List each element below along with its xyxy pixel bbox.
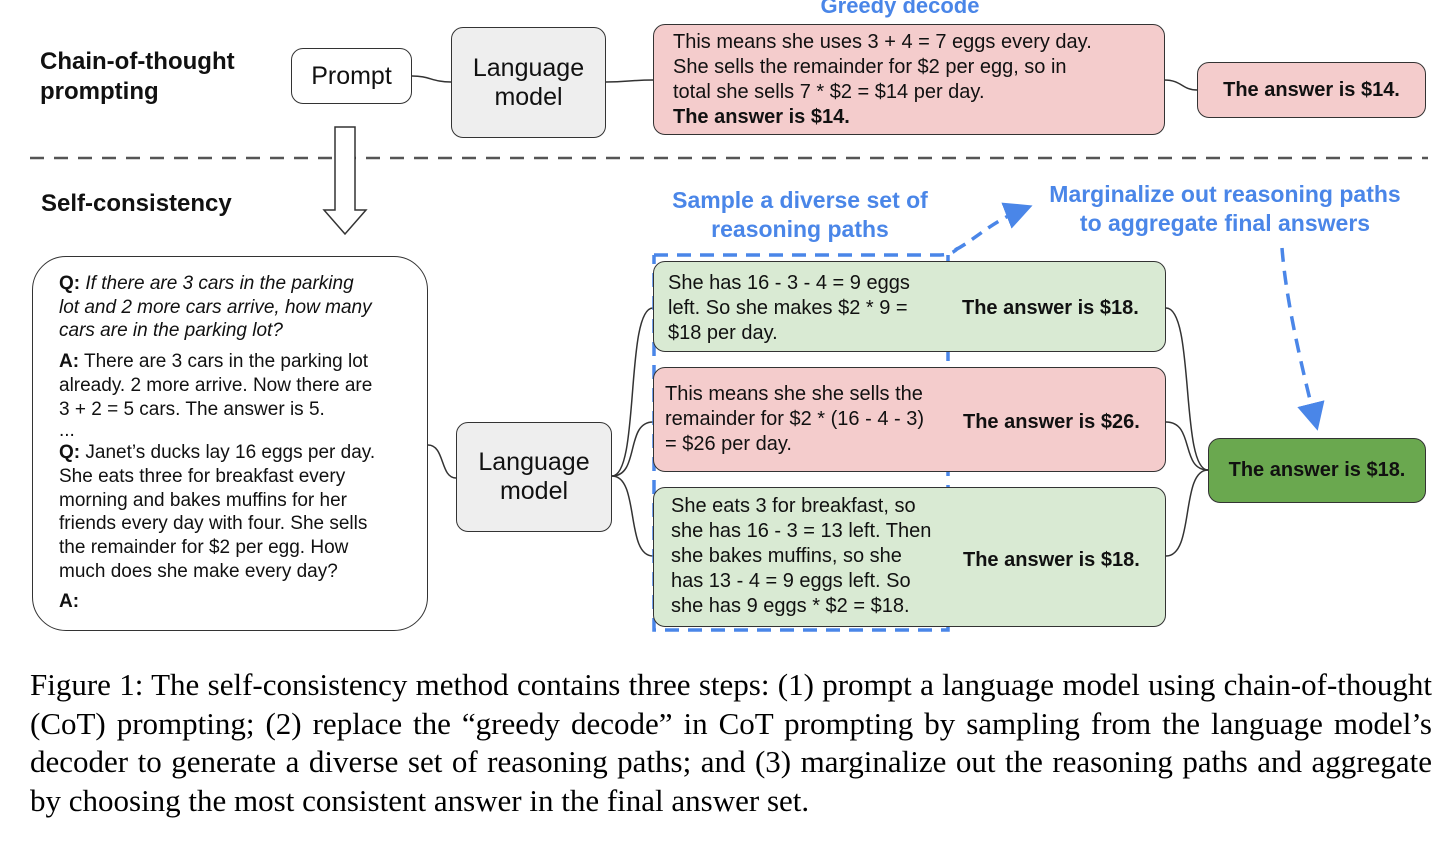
marginalize-label-line-2: to aggregate final answers [1079,210,1371,236]
connector-prompt-to-lm [411,75,452,83]
path-3-line-5: she has 9 eggs * $2 = $18. [671,595,910,617]
sc-final-answer-text: The answer is $18. [1228,459,1406,481]
path-2-line-1: This means she she sells the [665,383,923,405]
path-1-reasoning: She has 16 - 3 - 4 = 9 eggs left. So she… [668,271,948,346]
cot-lm-label-line-2: model [494,82,563,111]
q1-label: Q: [59,273,81,294]
reasoning-path-2: This means she she sells the remainder f… [653,367,1166,472]
cot-final-answer-box: The answer is $14. [1197,62,1426,118]
hollow-down-arrow-icon [322,126,368,236]
section-title-sc: Self-consistency [41,190,232,217]
a1-line-3: 3 + 2 = 5 cars. The answer is 5. [59,398,325,420]
section-title-cot: Chain-of-thought prompting [40,47,300,107]
a1-line-2: already. 2 more arrive. Now there are [59,374,373,396]
q2-text-1: Janet’s ducks lay 16 eggs per day. [85,442,376,464]
connector-prompt-to-sc-lm [427,444,457,479]
q1-line-1: Q: If there are 3 cars in the parking [59,272,419,296]
blue-dashed-arrow-to-marginalize [954,202,1033,252]
greedy-text-line-1: This means she uses 3 + 4 = 7 eggs every… [673,31,1092,53]
path-1-line-2: left. So she makes $2 * 9 = [668,297,908,319]
cot-lm-label-line-1: Language [472,53,585,82]
a1-label: A: [59,351,80,373]
path-3-line-1: She eats 3 for breakfast, so [671,495,916,517]
sc-final-answer-box: The answer is $18. [1208,438,1426,503]
figure-caption: Figure 1: The self-consistency method co… [30,667,1432,818]
path-3-line-2: she has 16 - 3 = 13 left. Then [671,520,932,542]
greedy-answer: The answer is $14. [673,106,850,128]
path-1-answer: The answer is $18. [962,297,1139,319]
q1-line-2: lot and 2 more cars arrive, how many [59,296,419,320]
greedy-text-line-2: She sells the remainder for $2 per egg, … [673,56,1067,78]
path-3-line-3: she bakes muffins, so she [671,545,902,567]
marginalize-label: Marginalize out reasoning paths to aggre… [1020,180,1430,238]
q2-line-5: the remainder for $2 per egg. How [59,537,349,559]
section-title-cot-line-2: prompting [40,78,159,105]
blue-dashed-arrow-to-final [1280,247,1325,431]
greedy-text-line-3: total she sells 7 * $2 = $14 per day. [673,81,985,103]
ellipsis: ... [59,420,75,442]
q1-line-3: cars are in the parking lot? [59,319,419,343]
a2-line: A: [59,590,419,614]
sc-lm-label-line-1: Language [478,448,590,476]
sample-label-line-1: Sample a diverse set of [672,187,928,213]
path-3-answer: The answer is $18. [963,549,1140,571]
q1-text-1: If there are 3 cars in the parking [85,273,354,294]
q2-line-4: friends every day with four. She sells [59,513,368,535]
cot-final-answer-text: The answer is $14. [1223,78,1400,101]
q2-line-1: Q: Janet’s ducks lay 16 eggs per day. [59,441,419,465]
path-1-line-3: $18 per day. [668,322,778,344]
path-1-line-1: She has 16 - 3 - 4 = 9 eggs [668,272,910,294]
connector-lm-to-path-3 [611,475,654,557]
connector-lm-to-path-1 [611,307,654,477]
greedy-decode-box: This means she uses 3 + 4 = 7 eggs every… [653,24,1165,135]
section-title-cot-line-1: Chain-of-thought [40,48,235,75]
sc-language-model-box: Language model [456,422,612,532]
qa-gap [59,343,419,350]
sc-lm-label-line-2: model [499,477,569,505]
greedy-decode-label: Greedy decode [820,0,980,18]
q2-line-6: much does she make every day? [59,560,338,582]
q1-text-3: cars are in the parking lot? [59,320,283,342]
connector-path-3-to-final [1165,469,1209,557]
a2-label: A: [59,591,80,613]
q2-line-2: She eats three for breakfast every [59,465,346,487]
a1-line-1: A: There are 3 cars in the parking lot [59,350,419,374]
q2-label: Q: [59,442,81,464]
connector-path-2-to-final [1165,421,1209,471]
path-2-line-3: = $26 per day. [665,433,792,455]
marginalize-label-line-1: Marginalize out reasoning paths [1049,181,1401,207]
connector-path-1-to-final [1165,307,1209,471]
connector-lm-to-greedy [605,79,654,83]
sample-paths-label: Sample a diverse set of reasoning paths [640,186,960,244]
q2-line-3: morning and bakes muffins for her [59,489,347,511]
prompt-box: Prompt [291,48,412,104]
path-2-reasoning: This means she she sells the remainder f… [665,382,950,457]
path-3-reasoning: She eats 3 for breakfast, so she has 16 … [671,494,951,619]
qa-gap-2 [59,583,419,590]
connector-greedy-to-answer [1163,79,1198,91]
sc-prompt-panel: Q: If there are 3 cars in the parking lo… [32,256,428,631]
q1-text-2: lot and 2 more cars arrive, how many [59,296,372,318]
path-2-answer: The answer is $26. [963,411,1140,433]
sample-label-line-2: reasoning paths [711,216,889,242]
cot-language-model-box: Language model [451,27,606,138]
prompt-label: Prompt [311,61,392,90]
path-2-line-2: remainder for $2 * (16 - 4 - 3) [665,408,924,430]
a1-text-1: There are 3 cars in the parking lot [84,351,369,373]
reasoning-path-3: She eats 3 for breakfast, so she has 16 … [653,487,1166,627]
path-3-line-4: has 13 - 4 = 9 eggs left. So [671,570,911,592]
reasoning-path-1: She has 16 - 3 - 4 = 9 eggs left. So she… [653,261,1166,352]
connector-lm-to-path-2 [611,421,654,477]
